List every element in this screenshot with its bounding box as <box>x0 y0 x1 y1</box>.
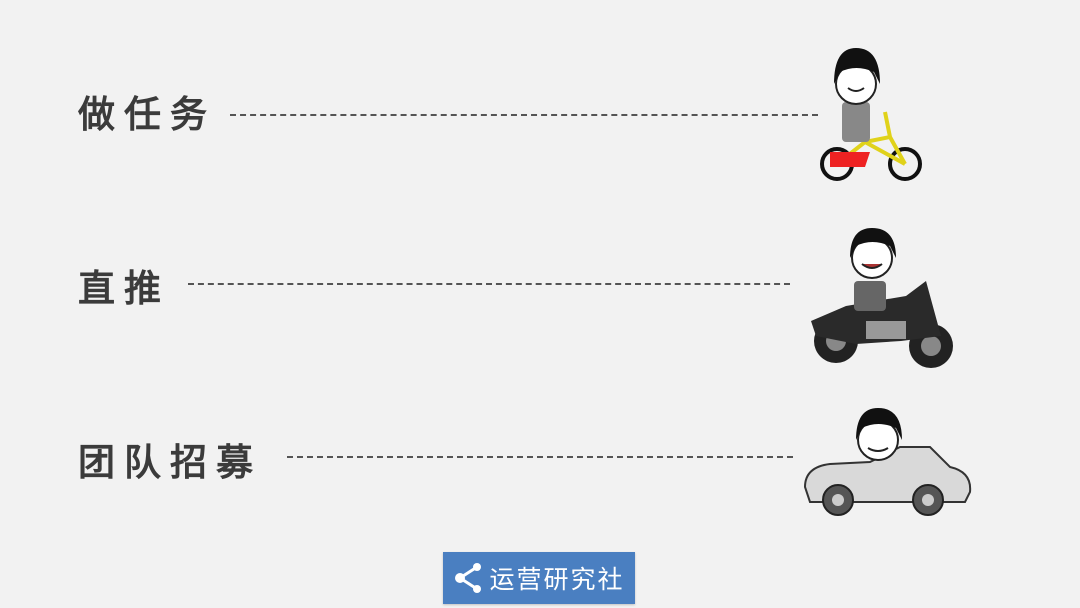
row-label-tasks: 做任务 <box>78 93 216 136</box>
car-character-image <box>803 408 972 516</box>
brand-badge: 运营研究社 <box>443 552 635 604</box>
dashed-line <box>188 283 790 285</box>
brand-name: 运营研究社 <box>489 565 625 594</box>
dashed-line <box>287 456 793 458</box>
share-icon <box>455 563 482 593</box>
row-label-team-recruit: 团队招募 <box>78 441 262 484</box>
row-label-direct-push: 直推 <box>78 267 170 310</box>
bicycle-character-image <box>820 48 922 181</box>
motorcycle-character-image <box>811 228 953 368</box>
dashed-line <box>230 114 818 116</box>
